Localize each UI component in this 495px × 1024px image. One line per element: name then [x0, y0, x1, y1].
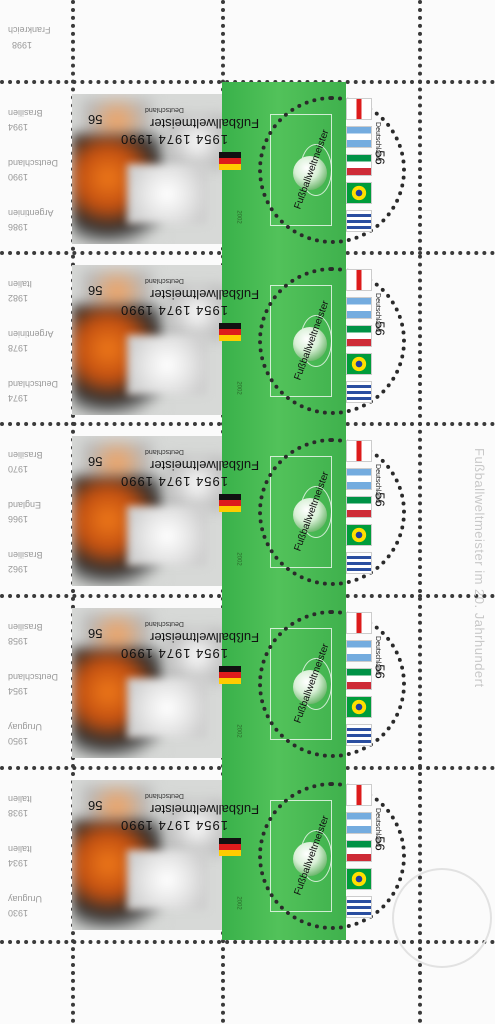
margin-year: 1958 [8, 636, 29, 646]
perforation-line [418, 0, 422, 1024]
margin-country: Italien [8, 844, 33, 854]
player-photo [72, 608, 222, 758]
stamp-value: 56 [88, 798, 103, 813]
round-stamp-value: 56 [372, 836, 388, 851]
stamp-years: 1954 1974 1990 [120, 818, 228, 833]
football-icon [293, 842, 327, 876]
winner-flags [346, 440, 372, 580]
german-flag-icon [219, 152, 241, 170]
margin-country: Brasilien [8, 450, 43, 460]
stamp-country-label: Deutschland [145, 106, 184, 113]
stamp-value: 56 [88, 454, 103, 469]
stamp-country-label: Deutschland [145, 277, 184, 284]
margin-country: Argentinien [8, 208, 54, 218]
margin-year: 1994 [8, 122, 29, 132]
margin-year: 1986 [8, 222, 29, 232]
margin-year: 1970 [8, 464, 29, 474]
margin-year: 1974 [8, 393, 29, 403]
margin-country: England [8, 500, 42, 510]
margin-year: 1978 [8, 343, 29, 353]
stamp-country-label: Deutschland [145, 620, 184, 627]
stamp-row: 1938 Italien 1934 Italien 1930 Uruguay F… [0, 770, 495, 940]
perforation-line [0, 940, 495, 944]
stamp-value: 56 [88, 283, 103, 298]
margin-country: Italien [8, 794, 33, 804]
margin-year: 1966 [8, 514, 29, 524]
margin-country: Argentinien [8, 329, 54, 339]
margin-country: Deutschland [8, 379, 59, 389]
stamp-year: 2002 [235, 724, 242, 738]
stamp-year: 2002 [235, 210, 242, 224]
stamp-country-label: Deutschland [145, 448, 184, 455]
stamp-title: Fußballweltmeister [150, 287, 260, 302]
stamp-years: 1954 1974 1990 [120, 646, 228, 661]
stamp-value: 56 [88, 626, 103, 641]
margin-year: 1998 [12, 40, 33, 50]
winner-flags [346, 269, 372, 409]
margin-year: 1962 [8, 564, 29, 574]
margin-country: Deutschland [8, 158, 59, 168]
margin-year: 1982 [8, 293, 29, 303]
football-icon [293, 156, 327, 190]
margin-year: 1950 [8, 736, 29, 746]
margin-year: 1990 [8, 172, 29, 182]
round-stamp-perforation [258, 438, 406, 586]
round-stamp-perforation [258, 782, 406, 930]
german-flag-icon [219, 838, 241, 856]
margin-year: 1930 [8, 908, 29, 918]
stamp-title: Fußballweltmeister [150, 630, 260, 645]
stamp-row: 1970 Brasilien 1966 England 1962 Brasili… [0, 426, 495, 596]
round-stamp-perforation [258, 267, 406, 415]
stamp-row: 1958 Brasilien 1954 Deutschland 1950 Uru… [0, 598, 495, 768]
margin-country: Brasilien [8, 622, 43, 632]
football-icon [293, 498, 327, 532]
margin-country: Brasilien [8, 550, 43, 560]
world-cup-badge-icon [392, 868, 492, 968]
stamp-year: 2002 [235, 896, 242, 910]
round-stamp-perforation [258, 96, 406, 244]
margin-year: 1934 [8, 858, 29, 868]
player-photo [72, 265, 222, 415]
stamp-title: Fußballweltmeister [150, 116, 260, 131]
stamp-years: 1954 1974 1990 [120, 303, 228, 318]
stamp-value: 56 [88, 112, 103, 127]
margin-country: Uruguay [8, 894, 43, 904]
player-photo [72, 436, 222, 586]
margin-country: Italien [8, 279, 33, 289]
margin-year: 1954 [8, 686, 29, 696]
round-stamp-perforation [258, 610, 406, 758]
stamp-year: 2002 [235, 552, 242, 566]
round-stamp-value: 56 [372, 664, 388, 679]
round-stamp-value: 56 [372, 492, 388, 507]
winner-flags [346, 98, 372, 238]
football-icon [293, 327, 327, 361]
stamp-title: Fußballweltmeister [150, 802, 260, 817]
stamp-country-label: Deutschland [145, 792, 184, 799]
stamp-row: 1982 Italien 1978 Argentinien 1974 Deuts… [0, 255, 495, 425]
german-flag-icon [219, 323, 241, 341]
stamp-row: 1994 Brasilien 1990 Deutschland 1986 Arg… [0, 84, 495, 254]
stamp-years: 1954 1974 1990 [120, 474, 228, 489]
margin-country: Brasilien [8, 108, 43, 118]
german-flag-icon [219, 494, 241, 512]
football-icon [293, 670, 327, 704]
stamp-years: 1954 1974 1990 [120, 132, 228, 147]
margin-country: Uruguay [8, 722, 43, 732]
winner-flags [346, 612, 372, 752]
german-flag-icon [219, 666, 241, 684]
margin-year: 1938 [8, 808, 29, 818]
stamp-title: Fußballweltmeister [150, 458, 260, 473]
player-photo [72, 780, 222, 930]
round-stamp-value: 56 [372, 150, 388, 165]
round-stamp-value: 56 [372, 321, 388, 336]
winner-flags [346, 784, 372, 924]
stamp-year: 2002 [235, 381, 242, 395]
margin-country: Deutschland [8, 672, 59, 682]
player-photo [72, 94, 222, 244]
margin-country: Frankreich [8, 25, 51, 35]
